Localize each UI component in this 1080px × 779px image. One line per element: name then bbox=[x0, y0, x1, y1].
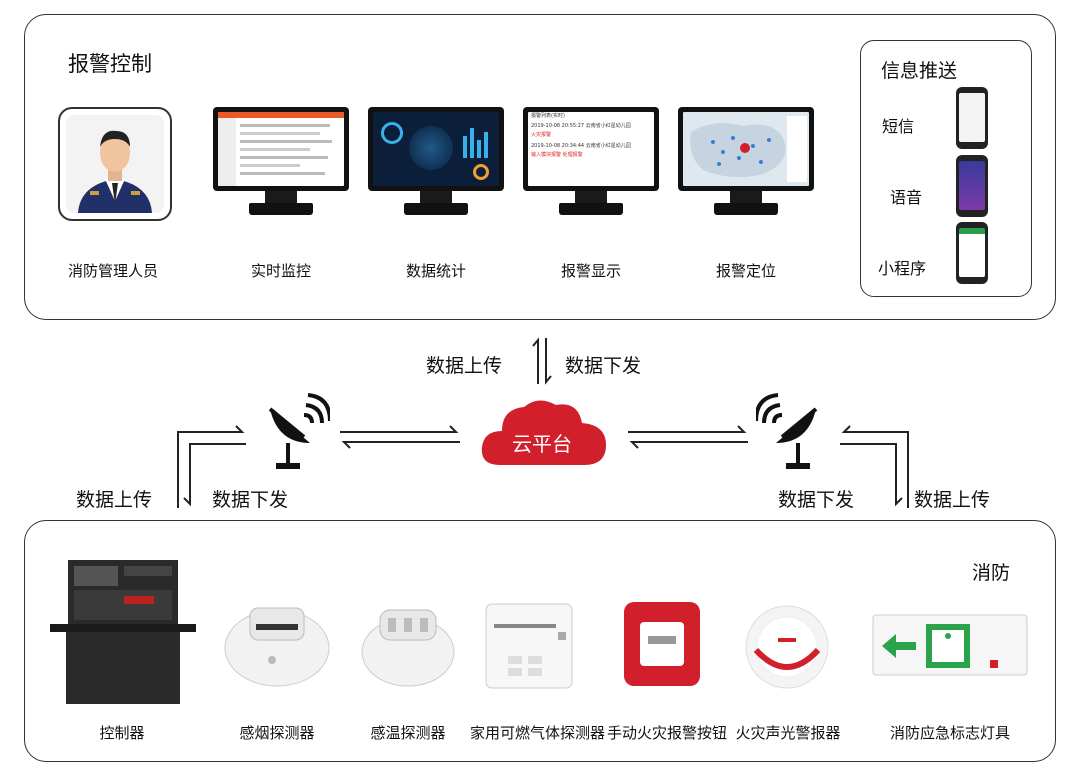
sms-label: 短信 bbox=[882, 117, 915, 136]
alarm-display-label: 报警显示 bbox=[560, 262, 621, 280]
center-upload-label: 数据上传 bbox=[426, 355, 503, 377]
right-upload-label: 数据上传 bbox=[914, 489, 991, 511]
alarm-location-label: 报警定位 bbox=[715, 262, 776, 280]
emergency-sign-light-device bbox=[872, 614, 1028, 676]
controller-label: 控制器 bbox=[99, 724, 145, 742]
cloud-icon bbox=[481, 400, 606, 465]
fire-devices-title: 消防 bbox=[972, 562, 1011, 584]
gas-detector-device bbox=[485, 603, 573, 689]
manager-avatar bbox=[58, 107, 172, 221]
alarm-list-header: 报警列表(实时) bbox=[531, 113, 565, 119]
manager-label: 消防管理人员 bbox=[67, 262, 158, 280]
realtime-monitor bbox=[213, 107, 349, 217]
realtime-monitor-label: 实时监控 bbox=[250, 262, 311, 280]
alarm-row-status-1: 火灾报警 bbox=[531, 132, 552, 138]
alarm-display-monitor: 报警列表(实时) 2019-10-08 20:55:27 云南省小红星幼儿园 火… bbox=[523, 107, 659, 217]
voice-label: 语音 bbox=[890, 188, 923, 207]
left-upload-label: 数据上传 bbox=[76, 489, 153, 511]
right-elbow-arrows bbox=[840, 425, 909, 508]
manual-alarm-button-label: 手动火灾报警按钮 bbox=[606, 724, 727, 742]
satellite-dish-icon-left bbox=[268, 393, 330, 469]
data-stats-label: 数据统计 bbox=[405, 262, 466, 280]
smoke-detector-label: 感烟探测器 bbox=[239, 724, 315, 742]
heat-detector-label: 感温探测器 bbox=[370, 724, 446, 742]
alarm-location-monitor bbox=[678, 107, 814, 217]
satellite-dish-icon-right bbox=[756, 393, 818, 469]
cloud-platform-label: 云平台 bbox=[512, 432, 572, 456]
info-push-box bbox=[860, 40, 1032, 297]
left-elbow-arrows bbox=[177, 425, 246, 508]
alarm-row-time-1: 2019-10-08 20:55:27 云南省小红星幼儿园 bbox=[531, 123, 631, 129]
data-stats-monitor bbox=[368, 107, 504, 217]
emergency-sign-light-label: 消防应急标志灯具 bbox=[889, 724, 1010, 742]
miniprogram-label: 小程序 bbox=[878, 259, 927, 278]
alarm-control-title: 报警控制 bbox=[68, 52, 152, 76]
sound-light-alarm-label: 火灾声光警报器 bbox=[735, 724, 841, 742]
alarm-row-status-2: 输入模块报警 处理报警 bbox=[531, 152, 583, 158]
right-horizontal-arrows bbox=[628, 425, 748, 449]
controller-device bbox=[50, 560, 196, 704]
center-download-label: 数据下发 bbox=[565, 355, 642, 377]
sound-light-alarm-device bbox=[745, 605, 829, 689]
info-push-title: 信息推送 bbox=[881, 60, 958, 82]
alarm-row-time-2: 2019-10-08 20:34:44 云南省小红星幼儿园 bbox=[531, 143, 631, 149]
heat-detector-device bbox=[361, 609, 455, 687]
miniprogram-phone-icon bbox=[956, 222, 988, 284]
voice-phone-icon bbox=[956, 155, 988, 217]
gas-detector-label: 家用可燃气体探测器 bbox=[470, 724, 606, 742]
smoke-detector-device bbox=[224, 607, 330, 687]
left-horizontal-arrows bbox=[340, 425, 460, 449]
sms-phone-icon bbox=[956, 87, 988, 149]
manual-alarm-button-device bbox=[624, 602, 700, 686]
left-download-label: 数据下发 bbox=[212, 489, 289, 511]
center-updown-arrows bbox=[532, 337, 552, 385]
right-download-label: 数据下发 bbox=[778, 489, 855, 511]
